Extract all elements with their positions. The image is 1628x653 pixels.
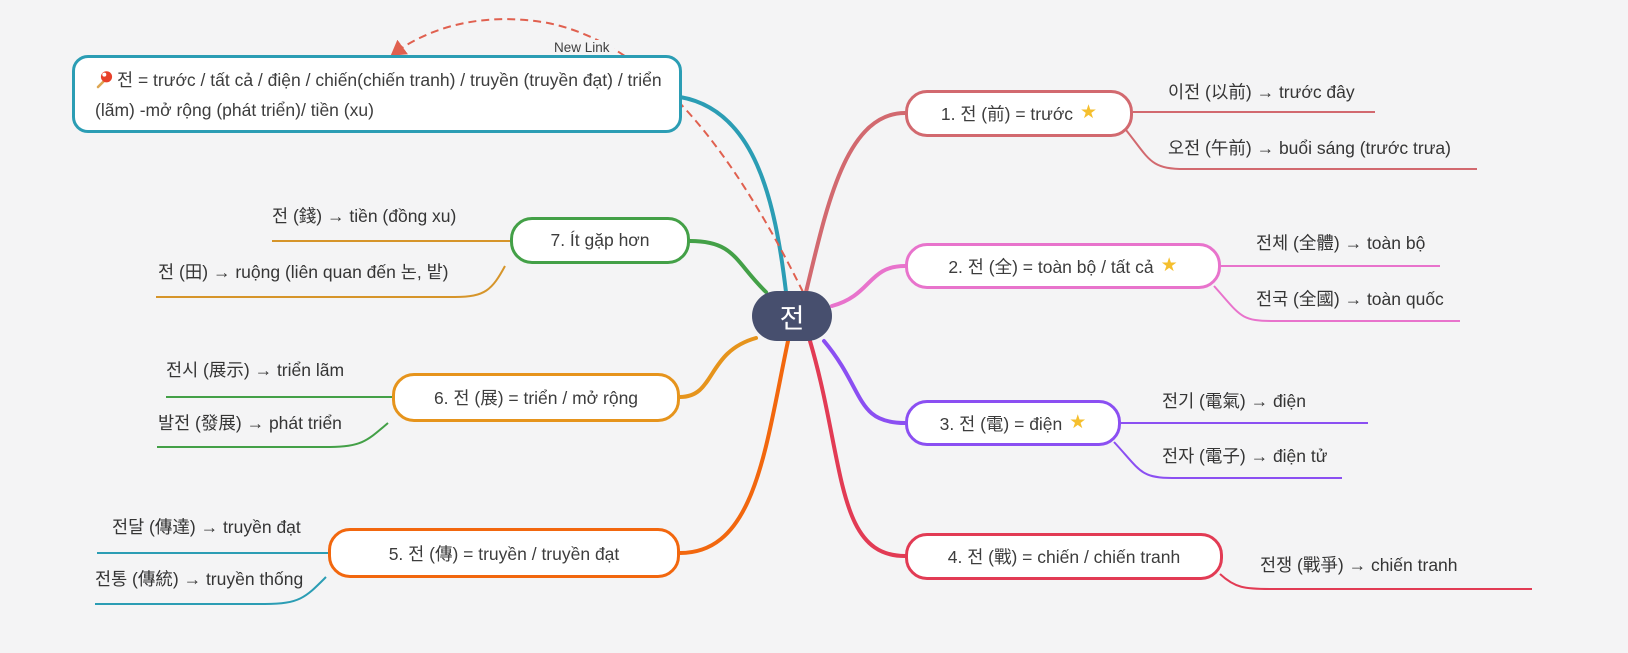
branch-3-label: 3. 전 (電) = điện bbox=[939, 413, 1063, 434]
branch-4-child-1[interactable]: 전쟁 (戰爭) → chiến tranh bbox=[1260, 555, 1458, 575]
branch-5-child-2[interactable]: 전통 (傳統) → truyền thống bbox=[95, 569, 304, 589]
note-text: 전 = trước / tất cả / điện / chiến(chiến … bbox=[95, 70, 662, 121]
pushpin-icon bbox=[95, 70, 114, 97]
branch-5-box[interactable]: 5. 전 (傳) = truyền / truyền đạt bbox=[328, 528, 680, 578]
branch-1-box[interactable]: 1. 전 (前) = trước ★ bbox=[905, 90, 1133, 137]
branch-2-box[interactable]: 2. 전 (全) = toàn bộ / tất cả ★ bbox=[905, 243, 1221, 289]
underline-branch-7-child-2 bbox=[156, 265, 506, 298]
branch-6-child-1[interactable]: 전시 (展示) → triển lãm bbox=[166, 360, 345, 380]
branch-3-child-1[interactable]: 전기 (電氣) → điện bbox=[1162, 391, 1307, 411]
connector-branch-2 bbox=[830, 264, 907, 308]
branch-6-label: 6. 전 (展) = triển / mở rộng bbox=[433, 388, 639, 408]
branch-1-child-2[interactable]: 오전 (午前) → buổi sáng (trước trưa) bbox=[1168, 138, 1451, 158]
branch-2-child-2[interactable]: 전국 (全國) → toàn quốc bbox=[1256, 289, 1444, 309]
connector-branch-7 bbox=[688, 239, 768, 294]
connector-branch-4 bbox=[808, 339, 907, 558]
root-node[interactable]: 전 bbox=[752, 291, 832, 341]
branch-1-label: 1. 전 (前) = trước bbox=[940, 104, 1074, 124]
underline-branch-6-child-2 bbox=[157, 422, 389, 448]
branch-2-child-1[interactable]: 전체 (全體) → toàn bộ bbox=[1256, 233, 1426, 253]
branch-7-label: 7. Ít gặp hơn bbox=[550, 230, 650, 250]
branch-5-label: 5. 전 (傳) = truyền / truyền đạt bbox=[388, 543, 620, 564]
connector-branch-5 bbox=[678, 339, 790, 555]
branch-7-child-1[interactable]: 전 (錢) → tiền (đồng xu) bbox=[272, 206, 457, 226]
branch-7-box[interactable]: 7. Ít gặp hơn bbox=[510, 217, 690, 264]
branch-6-child-2[interactable]: 발전 (發展) → phát triển bbox=[158, 413, 342, 433]
root-label: 전 bbox=[779, 303, 805, 334]
connector-branch-6 bbox=[678, 336, 758, 399]
branch-3-box[interactable]: 3. 전 (電) = điện ★ bbox=[905, 400, 1121, 446]
new-link-label[interactable]: New Link bbox=[550, 40, 614, 55]
star-icon: ★ bbox=[1069, 411, 1087, 433]
underline-branch-3-child-2 bbox=[1113, 441, 1342, 479]
branch-2-label: 2. 전 (全) = toàn bộ / tất cả bbox=[948, 256, 1154, 277]
branch-1-child-1[interactable]: 이전 (以前) → trước đây bbox=[1168, 82, 1355, 102]
branch-7-child-2[interactable]: 전 (田) → ruộng (liên quan đến 논, 밭) bbox=[158, 262, 449, 282]
connector-branch-1 bbox=[804, 111, 907, 294]
underline-branch-2-child-2 bbox=[1213, 285, 1460, 322]
underline-branch-5-child-2 bbox=[95, 576, 327, 605]
branch-6-box[interactable]: 6. 전 (展) = triển / mở rộng bbox=[392, 373, 680, 422]
underline-branch-1-child-2 bbox=[1125, 129, 1477, 170]
connector-note bbox=[678, 95, 788, 294]
underline-branch-4-child-1 bbox=[1219, 573, 1532, 590]
branch-4-box[interactable]: 4. 전 (戰) = chiến / chiến tranh bbox=[905, 533, 1223, 580]
branch-3-child-2[interactable]: 전자 (電子) → điện tử bbox=[1162, 446, 1328, 466]
branch-5-child-1[interactable]: 전달 (傳達) → truyền đạt bbox=[112, 517, 301, 537]
branch-4-label: 4. 전 (戰) = chiến / chiến tranh bbox=[947, 547, 1181, 567]
relationship-link[interactable] bbox=[390, 18, 804, 293]
star-icon: ★ bbox=[1080, 102, 1098, 123]
note-box[interactable]: 전 = trước / tất cả / điện / chiến(chiến … bbox=[72, 55, 682, 133]
star-icon: ★ bbox=[1160, 254, 1178, 276]
connector-branch-3 bbox=[822, 339, 907, 425]
